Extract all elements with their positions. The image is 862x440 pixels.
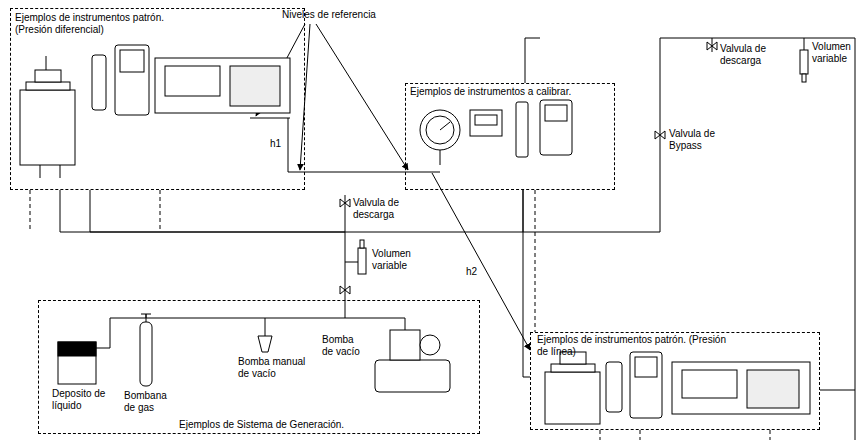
valve-symbols-part	[340, 199, 350, 207]
generation-system-part	[140, 322, 152, 386]
reference-levels-part	[432, 173, 530, 350]
reference-instruments-part	[630, 352, 662, 418]
callout-label: Bomba de vacío	[322, 334, 366, 358]
callout-label: Deposito de líquido	[52, 388, 112, 412]
pipe-connector	[60, 190, 345, 300]
callout-label: Bomba manual de vacío	[238, 356, 308, 380]
group-box: Ejemplos de instrumentos patrón. (Presió…	[10, 8, 305, 190]
dashed-signal-lines-part	[600, 430, 601, 440]
callout-label: Valvula de descarga	[353, 197, 411, 221]
box-heading: Ejemplos de instrumentos patrón. (Presió…	[15, 12, 190, 36]
instruments-under-test-part	[516, 102, 528, 157]
pipe-lines-part	[712, 38, 713, 52]
generation-system-part	[58, 342, 96, 356]
valve-symbols-part	[655, 131, 665, 139]
reference-levels	[250, 24, 530, 350]
instruments-under-test-part	[440, 122, 450, 165]
callout-label: Volumen variable	[812, 41, 858, 65]
instruments-under-test-part	[475, 115, 497, 125]
callout-label: Volumen variable	[372, 248, 417, 272]
instruments-under-test-part	[470, 110, 502, 136]
deadweight-tester-part	[26, 82, 70, 90]
group-box: Ejemplos de instrumentos patrón. (Presió…	[530, 332, 820, 430]
reference-instruments-part	[92, 55, 106, 110]
pipe-lines	[345, 38, 855, 440]
callout-label: Valvula de descarga	[720, 43, 780, 67]
dashed-signal-lines	[30, 190, 770, 440]
variable-volume-symbols-part	[800, 50, 808, 74]
pipe-lines-part	[804, 38, 805, 50]
generation-system-part	[96, 300, 405, 348]
valve-symbols-part	[707, 42, 717, 50]
variable-volume-symbols-part	[360, 240, 364, 248]
dashed-signal-lines-part	[770, 430, 771, 440]
dashed-signal-lines-part	[535, 190, 536, 332]
dashed-signal-lines-part	[640, 430, 641, 440]
reference-levels-part	[316, 24, 408, 170]
generation-system-part	[375, 360, 450, 392]
variable-volume-symbols-part	[802, 74, 806, 82]
deadweight-tester-part	[35, 70, 61, 82]
generation-system-part	[258, 318, 272, 352]
pipe-lines-part	[523, 38, 855, 440]
callout-label: Valvula de Bypass	[669, 128, 721, 152]
deadweight-tester-part	[551, 364, 595, 372]
deadweight-tester-part	[20, 90, 75, 165]
reference-instruments-part	[606, 362, 622, 412]
generation-system	[58, 300, 450, 392]
dashed-signal-lines-part	[30, 190, 31, 232]
generation-system-part	[390, 330, 420, 360]
reference-instruments-part	[230, 66, 280, 106]
box-heading: Ejemplos de instrumentos a calibrar.	[410, 86, 610, 98]
instruments-under-test	[420, 100, 572, 165]
callout-label: Niveles de referencia	[282, 9, 392, 21]
reference-instruments-part	[165, 66, 220, 96]
deadweight-tester-part	[545, 372, 600, 424]
reference-instruments-part	[682, 370, 737, 398]
pipe-connector	[90, 190, 523, 232]
callout-label: h1	[270, 138, 284, 150]
callout-label: h2	[466, 266, 480, 278]
dashed-signal-lines-part	[160, 190, 161, 232]
pipe-connector	[523, 190, 530, 377]
instruments-under-test-part	[540, 100, 572, 155]
generation-system-part	[420, 335, 440, 355]
pipe-lines-part	[525, 38, 540, 83]
reference-instruments-part	[635, 357, 657, 377]
deadweight-tester	[20, 56, 600, 424]
reference-levels-part	[288, 118, 440, 172]
reference-instruments-part	[672, 362, 810, 414]
reference-instruments-part	[747, 370, 799, 408]
deadweight-tester-part	[40, 56, 60, 178]
variable-volume-symbols-part	[358, 248, 366, 274]
pipe-lines-part	[820, 390, 855, 391]
box-heading: Ejemplos de instrumentos patrón. (Presió…	[537, 334, 737, 358]
variable-volume-symbols	[358, 50, 808, 274]
callout-label: Bombana de gas	[124, 390, 174, 414]
valve-symbols	[340, 42, 717, 294]
reference-instruments-part	[115, 45, 149, 115]
pipe-lines-part	[345, 195, 346, 232]
reference-instruments-part	[120, 50, 144, 72]
instruments-under-test-part	[545, 105, 567, 121]
reference-levels-part	[300, 24, 310, 170]
generation-system-part	[58, 342, 96, 384]
group-box: Ejemplos de instrumentos a calibrar.	[405, 83, 615, 190]
reference-instruments-part	[155, 58, 290, 113]
reference-levels-part	[250, 118, 290, 119]
box-heading: Ejemplos de Sistema de Generación.	[179, 419, 379, 431]
